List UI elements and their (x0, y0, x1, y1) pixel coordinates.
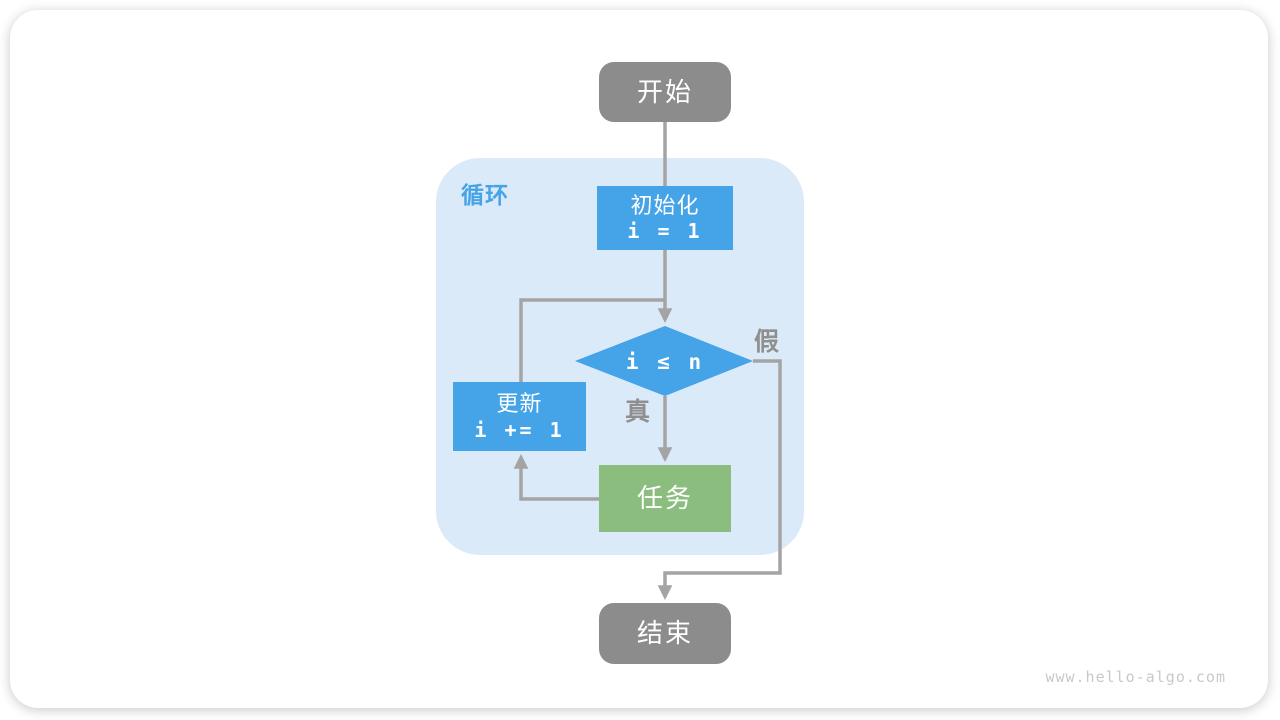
init-node-code: i = 1 (627, 219, 703, 244)
start-node: 开始 (599, 62, 731, 122)
init-node: 初始化 i = 1 (597, 186, 733, 250)
end-node: 结束 (599, 603, 731, 664)
update-node-code: i += 1 (474, 417, 565, 442)
branch-true-label: 真 (625, 398, 651, 426)
flow-connectors (513, 122, 782, 600)
condition-label: i ≤ n (625, 350, 705, 374)
connector-task-to-update (513, 454, 599, 501)
update-node-title: 更新 (496, 391, 543, 417)
loop-region-label: 循环 (461, 182, 509, 208)
end-node-label: 结束 (636, 618, 693, 649)
condition-diamond (575, 326, 753, 396)
task-node: 任务 (599, 465, 731, 532)
connector-update-loopback (519, 298, 665, 382)
update-node: 更新 i += 1 (453, 382, 586, 451)
branch-false-label: 假 (754, 328, 780, 356)
watermark: www.hello-algo.com (1045, 668, 1226, 686)
start-node-label: 开始 (636, 76, 693, 107)
init-node-title: 初始化 (630, 192, 700, 218)
diagram-card: 循环 开始 初始化 i = 1 i ≤ n (10, 10, 1268, 708)
task-node-label: 任务 (636, 483, 693, 514)
connector-condition-false-to-end (657, 359, 782, 600)
